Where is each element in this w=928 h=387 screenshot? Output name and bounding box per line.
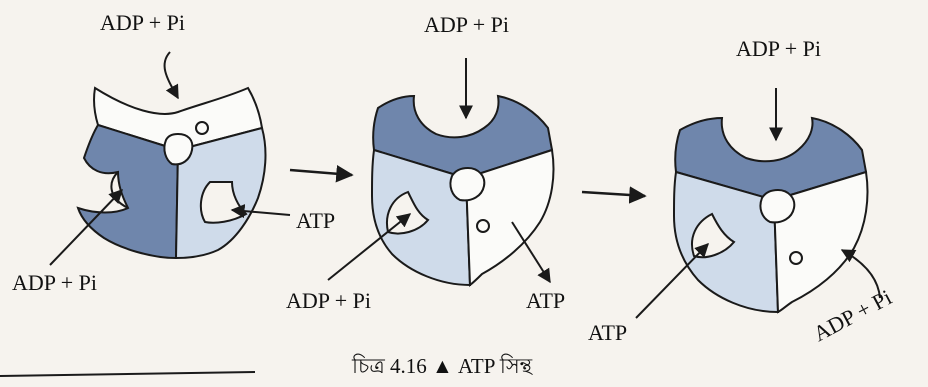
transition-arrow-2 bbox=[582, 192, 645, 196]
stage3-top-label: ADP + Pi bbox=[736, 38, 821, 60]
stage1-right-arrow bbox=[232, 210, 290, 215]
figure-caption: চিত্র 4.16 ▲ ATP সিন্থ bbox=[352, 356, 532, 377]
stage2-top-label: ADP + Pi bbox=[424, 14, 509, 36]
enzyme-stage-1 bbox=[50, 52, 290, 265]
stage1-top-arrow bbox=[165, 52, 178, 98]
transition-arrow-1 bbox=[290, 170, 352, 175]
stage1-gamma-core bbox=[164, 134, 192, 164]
caption-rule bbox=[0, 372, 255, 376]
enzyme-stage-2 bbox=[328, 58, 554, 285]
stage1-left-label: ADP + Pi bbox=[12, 272, 97, 294]
stage1-dark-subunit bbox=[78, 125, 178, 258]
stage1-right-label: ATP bbox=[296, 210, 335, 232]
enzyme-stage-3 bbox=[636, 88, 880, 318]
stage1-top-label: ADP + Pi bbox=[100, 12, 185, 34]
stage3-gamma-core bbox=[760, 190, 794, 222]
stage3-left-label: ATP bbox=[588, 322, 627, 344]
stage2-left-label: ADP + Pi bbox=[286, 290, 371, 312]
stage2-small-circle bbox=[477, 220, 489, 232]
stage3-small-circle bbox=[790, 252, 802, 264]
stage3-left-arrow bbox=[636, 244, 708, 318]
stage1-small-circle bbox=[196, 122, 208, 134]
stage2-gamma-core bbox=[450, 168, 484, 200]
stage2-out-label: ATP bbox=[526, 290, 565, 312]
